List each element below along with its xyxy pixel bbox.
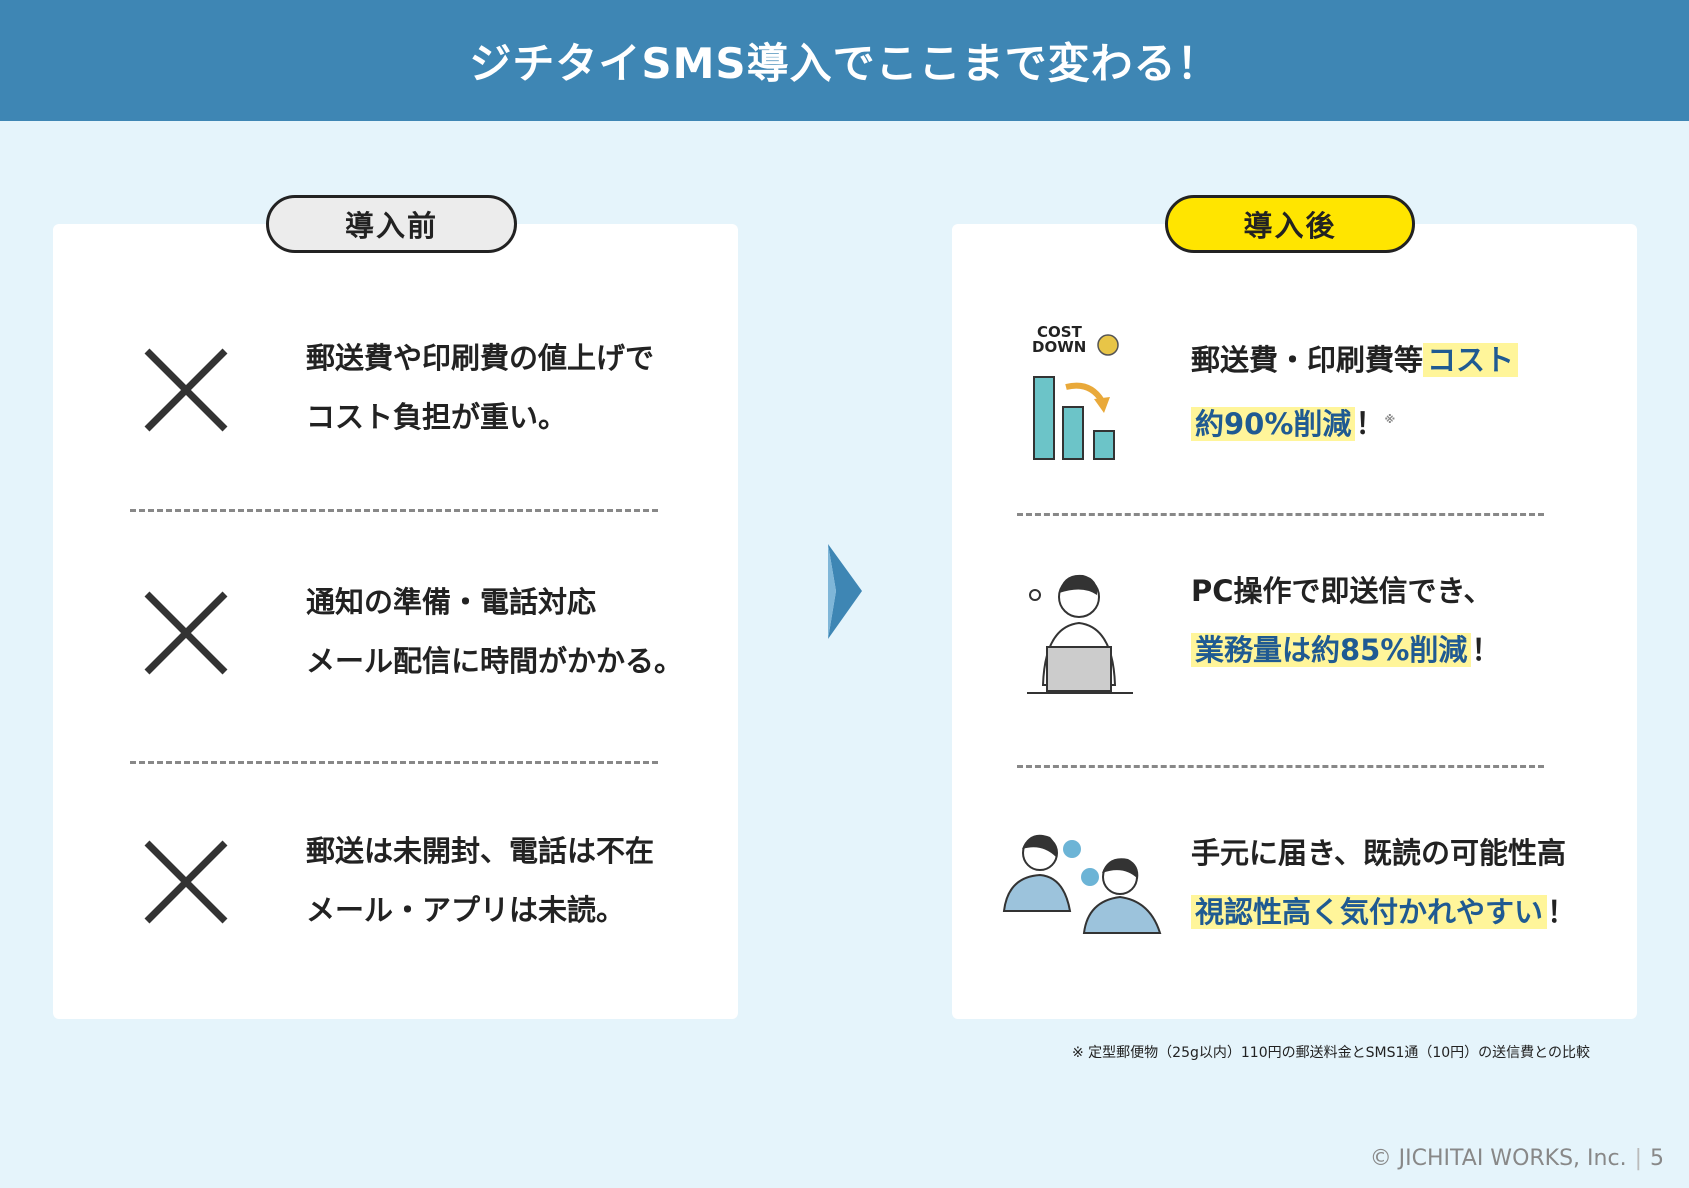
after-item: PC操作で即送信でき、業務量は約85%削減！ — [1191, 574, 1501, 667]
cross-icon — [144, 348, 228, 432]
before-item: 郵送は未開封、電話は不在メール・アプリは未読。 — [306, 834, 655, 927]
divider — [1017, 513, 1544, 516]
footnote: ※ 定型郵便物（25g以内）110円の郵送料金とSMS1通（10円）の送信費との… — [1072, 1045, 1591, 1061]
cost-down-illustration: COST DOWN — [1030, 325, 1130, 465]
before-item: 郵送費や印刷費の値上げでコスト負担が重い。 — [306, 341, 655, 434]
divider — [130, 761, 658, 764]
after-card — [952, 224, 1637, 1019]
before-card — [53, 224, 738, 1019]
person-laptop-illustration — [1027, 574, 1133, 694]
cross-icon — [144, 591, 228, 675]
page-number: 5 — [1650, 1146, 1664, 1171]
divider — [130, 509, 658, 512]
after-item: 郵送費・印刷費等コスト約90%削減！※ — [1191, 331, 1519, 454]
arrow-right-icon — [828, 544, 862, 639]
cross-icon — [144, 840, 228, 924]
footer: © JICHITAI WORKS, Inc.|5 — [1369, 1146, 1664, 1171]
page-title: ジチタイSMS導入でここまで変わる！ — [469, 39, 1220, 88]
after-item: 手元に届き、既読の可能性高視認性高く気付かれやすい！ — [1191, 836, 1577, 929]
divider — [1017, 765, 1544, 768]
before-label: 導入前 — [266, 195, 517, 253]
after-label: 導入後 — [1165, 195, 1415, 253]
people-smartphone-illustration — [1002, 834, 1162, 934]
header: ジチタイSMS導入でここまで変わる！ — [0, 0, 1689, 121]
copyright: © JICHITAI WORKS, Inc. — [1369, 1146, 1627, 1171]
before-item: 通知の準備・電話対応メール配信に時間がかかる。 — [306, 585, 684, 678]
